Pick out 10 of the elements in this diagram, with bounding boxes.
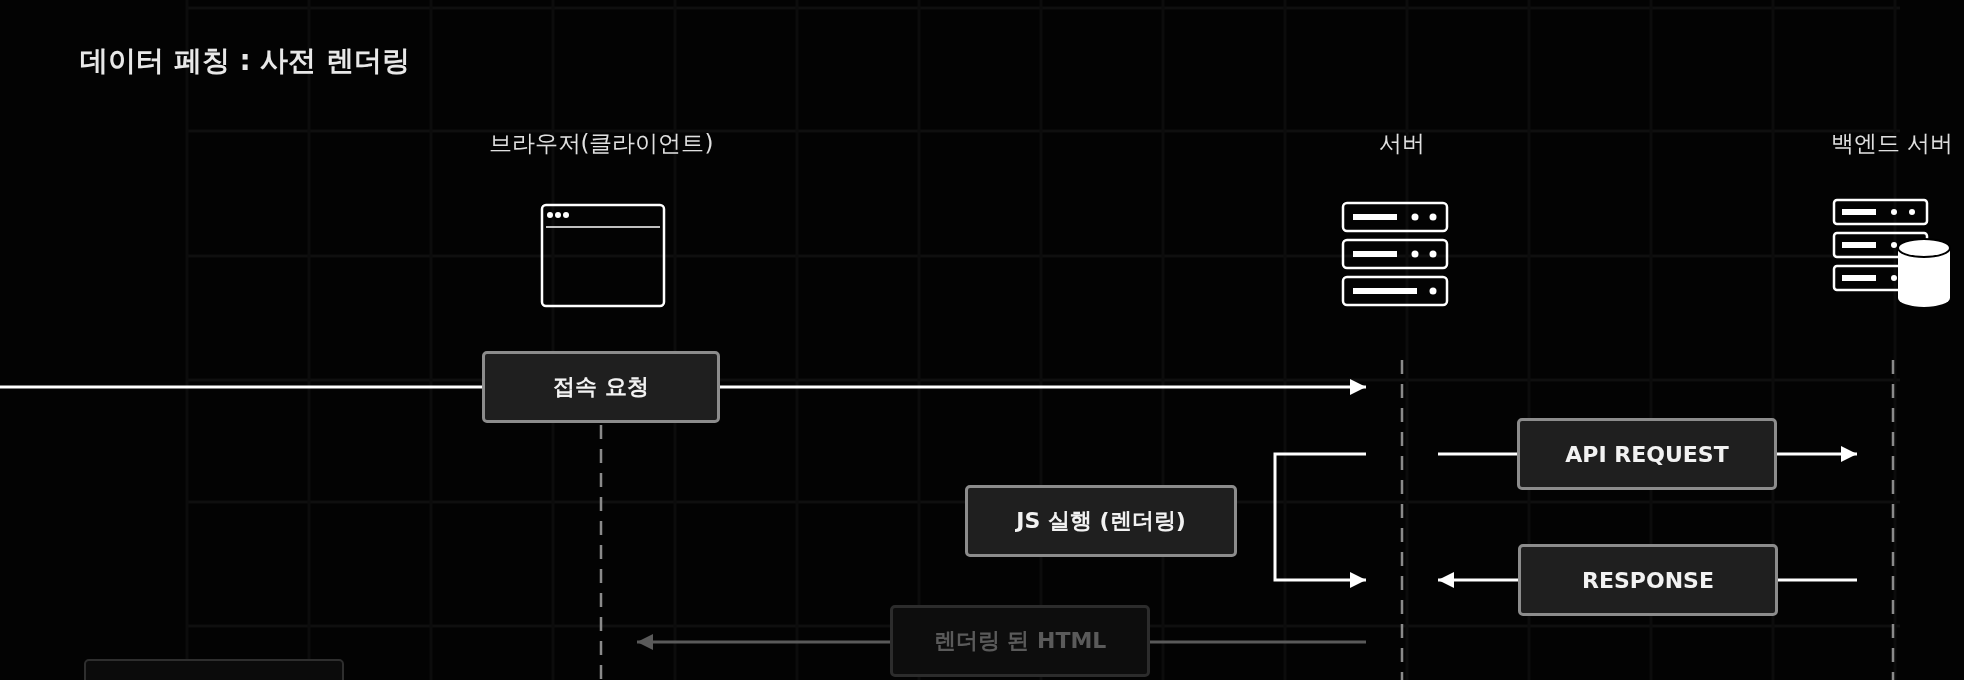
column-heading: 브라우저(클라이언트) [487, 129, 715, 158]
title: 데이터 페칭 : 사전 렌더링 [80, 43, 411, 79]
bracket-arrow [1273, 452, 1366, 588]
edge-label: RESPONSE [1518, 544, 1778, 616]
edge-label: 접속 요청 [482, 351, 720, 423]
edge-label: API REQUEST [1517, 418, 1777, 490]
edge-label: JS 실행 (렌더링) [965, 485, 1237, 557]
column-heading: 서버 [1378, 129, 1426, 158]
edge-label: 렌더링 된 HTML [890, 605, 1150, 677]
column-heading: 백엔드 서버 [1829, 129, 1955, 158]
